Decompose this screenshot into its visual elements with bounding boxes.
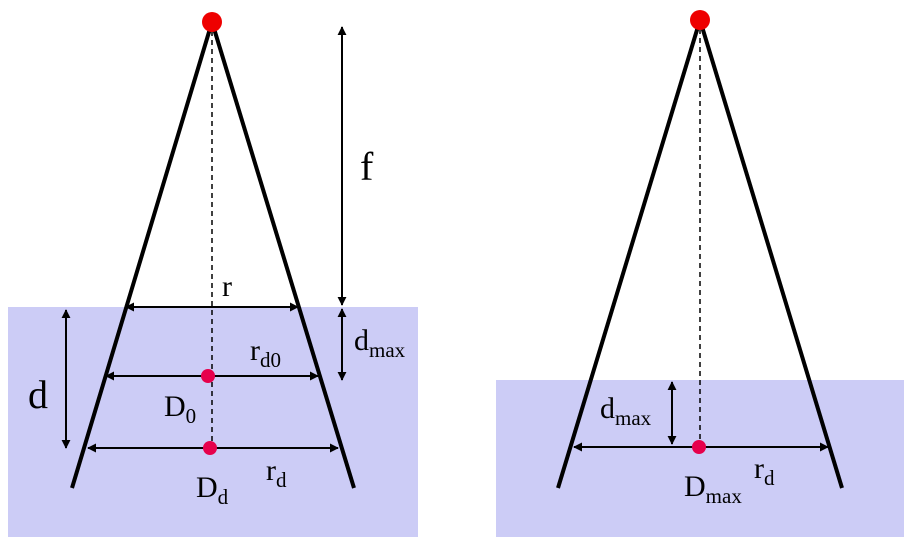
water-phantom-right xyxy=(496,380,904,537)
source-point-right xyxy=(690,10,710,30)
label-dmax-right-sub: max xyxy=(615,406,652,430)
label-f: f xyxy=(360,144,374,189)
left-panel: f r rd0 dmax d D0 Dd rd xyxy=(8,12,418,537)
label-rd0-sub: d0 xyxy=(260,348,281,372)
label-Dmax: Dmax xyxy=(684,470,742,508)
label-rd-right-main: r xyxy=(754,452,764,485)
label-Dmax-main: D xyxy=(684,470,706,503)
beam-edge-right-right-panel xyxy=(698,19,844,489)
label-D0-sub: 0 xyxy=(186,404,197,428)
water-phantom-left xyxy=(8,307,418,537)
label-rd-left-sub: d xyxy=(276,468,287,492)
point-D0 xyxy=(201,369,215,383)
label-rd-left: rd xyxy=(266,454,287,492)
source-point-left xyxy=(202,12,222,32)
beam-edge-left xyxy=(70,21,214,489)
point-Dd xyxy=(203,441,217,455)
label-Dmax-sub: max xyxy=(706,484,743,508)
label-rd-right-sub: d xyxy=(764,466,775,490)
beam-edge-left-right-panel xyxy=(556,19,702,489)
label-d: d xyxy=(28,372,48,417)
label-rd-right: rd xyxy=(754,452,775,490)
point-Dmax xyxy=(692,440,706,454)
label-rd0: rd0 xyxy=(250,334,281,372)
label-rd-left-main: r xyxy=(266,454,276,487)
label-dmax-left-sub: max xyxy=(369,338,406,362)
label-Dd-main: D xyxy=(196,471,218,504)
label-D0-main: D xyxy=(164,390,186,423)
label-dmax-right-main: d xyxy=(600,392,615,425)
label-D0: D0 xyxy=(164,390,196,428)
label-dmax-left: dmax xyxy=(354,324,406,362)
label-r: r xyxy=(222,270,232,303)
right-panel: dmax Dmax rd xyxy=(496,10,904,537)
label-dmax-left-main: d xyxy=(354,324,369,357)
label-Dd: Dd xyxy=(196,471,229,509)
label-rd0-main: r xyxy=(250,334,260,367)
label-dmax-right: dmax xyxy=(600,392,652,430)
beam-edge-right xyxy=(210,21,356,489)
label-Dd-sub: d xyxy=(218,485,229,509)
